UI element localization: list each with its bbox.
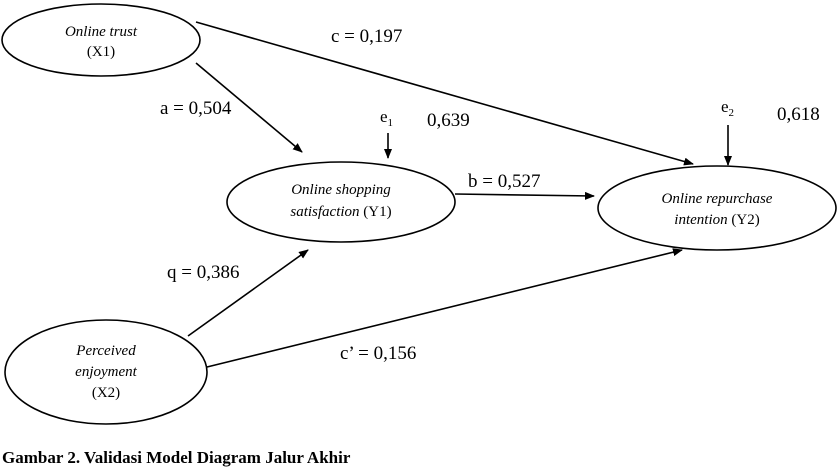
figure-caption: Gambar 2. Validasi Model Diagram Jalur A… bbox=[2, 448, 351, 467]
node-online-trust-label: Online trust bbox=[65, 24, 138, 40]
node-y2-code: (Y2) bbox=[728, 212, 760, 228]
path-label-q: q = 0,386 bbox=[167, 262, 239, 283]
error-e1-label: e1 bbox=[380, 107, 393, 129]
node-online-trust: Online trust (X1) bbox=[1, 3, 201, 77]
node-y1-code: (Y1) bbox=[360, 204, 392, 220]
arrow-x1-to-y1 bbox=[195, 62, 303, 153]
arrow-x2-to-y1 bbox=[187, 249, 309, 337]
path-label-a: a = 0,504 bbox=[160, 98, 232, 119]
node-x2-label-line2: enjoyment bbox=[75, 364, 137, 380]
node-online-trust-code: (X1) bbox=[87, 44, 115, 60]
path-label-c: c = 0,197 bbox=[331, 26, 402, 47]
arrow-x2-to-y2 bbox=[206, 248, 683, 368]
node-y1-label-italic: satisfaction bbox=[290, 204, 359, 220]
node-x2-label-line1: Perceived bbox=[75, 343, 136, 359]
node-x2-code: (X2) bbox=[92, 385, 120, 401]
node-y1-label-line1: Online shopping bbox=[291, 182, 391, 198]
node-online-shopping-satisfaction: Online shopping satisfaction (Y1) bbox=[226, 161, 456, 243]
error-e2-value: 0,618 bbox=[777, 104, 820, 125]
node-perceived-enjoyment: Perceived enjoyment (X2) bbox=[4, 319, 208, 425]
arrow-y1-to-y2 bbox=[454, 191, 595, 200]
node-y2-label-line1: Online repurchase bbox=[662, 191, 773, 207]
node-y1-label-line2: satisfaction (Y1) bbox=[290, 204, 391, 220]
path-label-b: b = 0,527 bbox=[468, 171, 540, 192]
node-y2-label-italic: intention bbox=[674, 212, 727, 228]
node-online-repurchase-intention: Online repurchase intention (Y2) bbox=[597, 165, 837, 251]
error-e2-label: e2 bbox=[721, 97, 734, 119]
arrow-x1-to-y2 bbox=[195, 21, 694, 166]
path-label-c-prime: c’ = 0,156 bbox=[340, 343, 416, 364]
error-e1-value: 0,639 bbox=[427, 110, 470, 131]
node-y2-label-line2: intention (Y2) bbox=[674, 212, 759, 228]
